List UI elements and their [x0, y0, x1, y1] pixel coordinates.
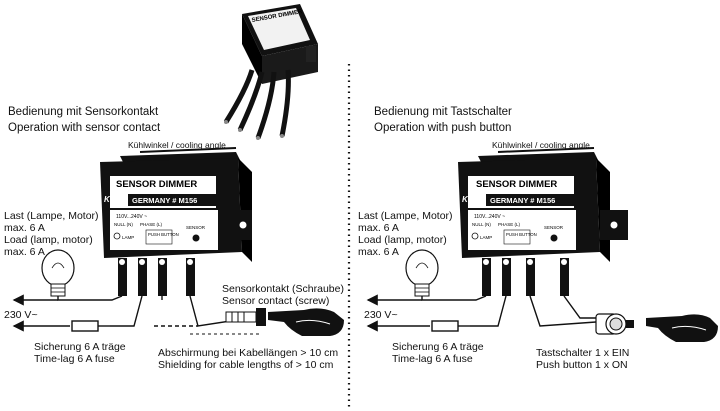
- left-load-de-2: max. 6 A: [4, 222, 45, 234]
- right-cooling-label: Kühlwinkel / cooling angle: [492, 140, 590, 150]
- left-module-title: SENSOR DIMMER: [116, 179, 197, 190]
- right-hand-icon: [646, 314, 718, 342]
- left-fuse-de: Sicherung 6 A träge: [34, 341, 126, 353]
- right-load-en-1: Load (lamp, motor): [358, 234, 447, 246]
- right-lamp-icon: [405, 249, 439, 297]
- left-load-en-2: max. 6 A: [4, 246, 45, 258]
- left-fuse-en: Time-lag 6 A fuse: [34, 353, 115, 365]
- right-button-de: Tastschalter 1 x EIN: [536, 347, 630, 359]
- left-load-en-1: Load (lamp, motor): [4, 234, 93, 246]
- right-fuse-de: Sicherung 6 A träge: [392, 341, 484, 353]
- right-module-brand: Kemo: [462, 195, 484, 204]
- left-module: SENSOR DIMMER Kemo GERMANY # M156 110V..…: [100, 147, 252, 296]
- right-module-title: SENSOR DIMMER: [476, 179, 557, 190]
- right-module: SENSOR DIMMER Kemo GERMANY # M156 110V..…: [458, 147, 628, 296]
- right-module-lamp: LAMP: [480, 235, 492, 240]
- right-module-sensor: SENSOR: [544, 225, 564, 230]
- left-wiring: [12, 294, 262, 335]
- right-module-voltage: 110V...240V ~: [474, 214, 505, 220]
- product-photo: SENSOR DIMMER: [223, 4, 318, 140]
- left-module-voltage: 110V...240V ~: [116, 214, 147, 220]
- right-module-model: GERMANY # M156: [490, 196, 555, 205]
- left-load-de-1: Last (Lampe, Motor): [4, 210, 99, 222]
- left-contact-en: Sensor contact (screw): [222, 295, 330, 307]
- right-load-de-1: Last (Lampe, Motor): [358, 210, 453, 222]
- left-module-pushbutton: PUSH BUTTON: [148, 232, 179, 237]
- left-module-sensor: SENSOR: [186, 225, 206, 230]
- right-load-de-2: max. 6 A: [358, 222, 399, 234]
- left-lamp-icon: [41, 249, 75, 297]
- left-module-model: GERMANY # M156: [132, 196, 197, 205]
- right-heading-de: Bedienung mit Tastschalter: [374, 106, 512, 118]
- right-load-en-2: max. 6 A: [358, 246, 399, 258]
- left-module-phase: PHASE (L): [140, 222, 163, 227]
- right-wiring: [366, 294, 598, 332]
- right-button-en: Push button 1 x ON: [536, 359, 628, 371]
- right-mains-label: 230 V~: [364, 309, 398, 321]
- left-hand-icon: [268, 308, 344, 336]
- right-module-phase: PHASE (L): [498, 222, 521, 227]
- right-heading-en: Operation with push button: [374, 122, 512, 134]
- right-module-pushbutton: PUSH BUTTON: [506, 232, 537, 237]
- left-module-lamp: LAMP: [122, 235, 134, 240]
- push-button-icon: [595, 313, 634, 335]
- left-heading-de: Bedienung mit Sensorkontakt: [8, 106, 159, 118]
- left-cooling-label: Kühlwinkel / cooling angle: [128, 140, 226, 150]
- right-fuse-en: Time-lag 6 A fuse: [392, 353, 473, 365]
- left-shield-en: Shielding for cable lengths of > 10 cm: [158, 359, 334, 371]
- left-shield-de: Abschirmung bei Kabellängen > 10 cm: [158, 347, 339, 359]
- left-module-null: NULL (N): [114, 222, 133, 227]
- left-module-brand: Kemo: [104, 195, 126, 204]
- right-module-null: NULL (N): [472, 222, 491, 227]
- sensor-screw-icon: [225, 308, 266, 326]
- left-contact-de: Sensorkontakt (Schraube): [222, 283, 344, 295]
- left-mains-label: 230 V~: [4, 309, 38, 321]
- left-heading-en: Operation with sensor contact: [8, 122, 161, 134]
